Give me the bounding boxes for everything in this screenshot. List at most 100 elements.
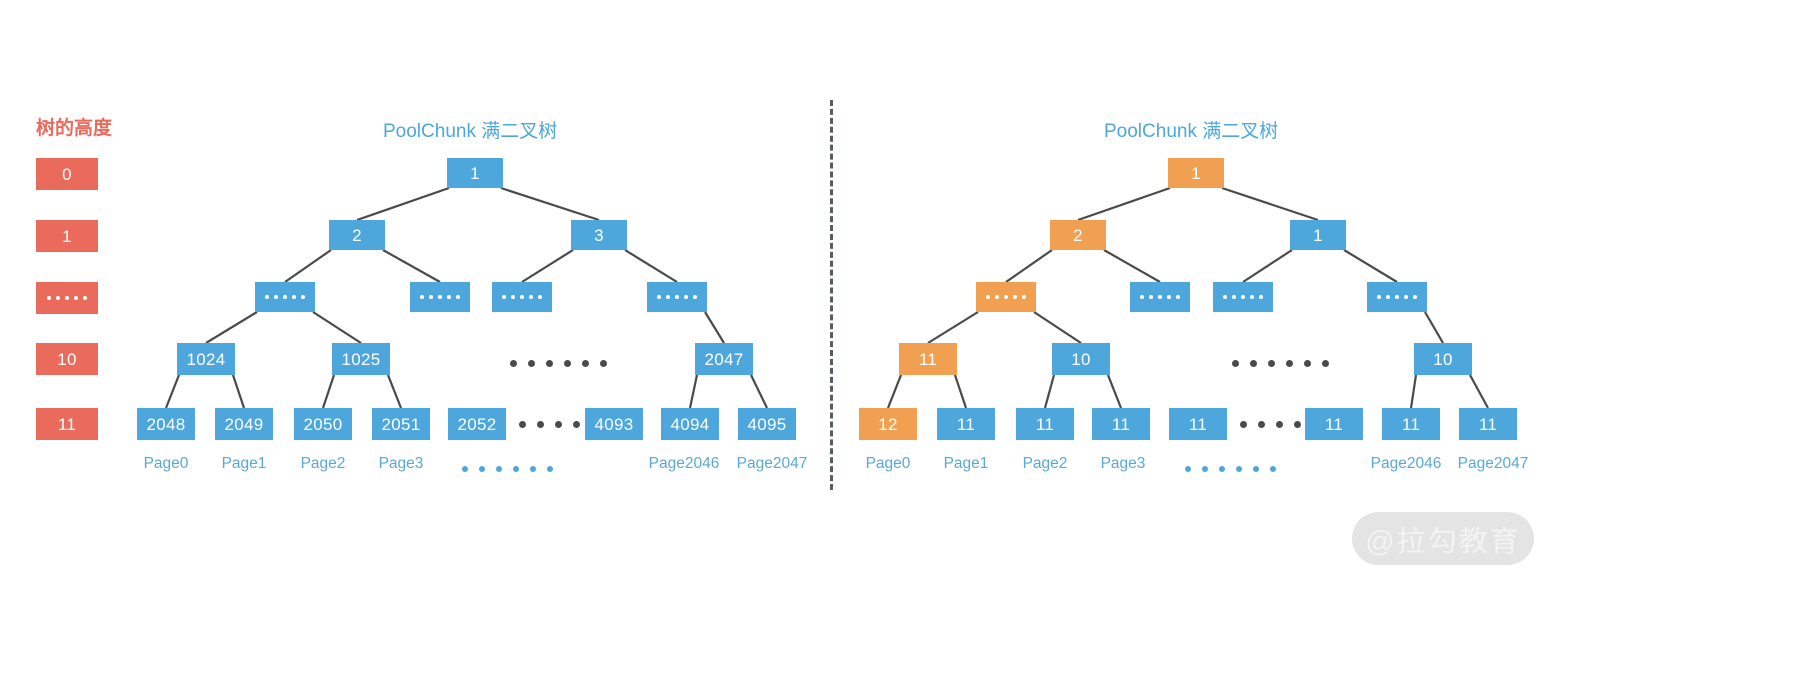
tree-node-l2a[interactable] <box>255 282 315 312</box>
tree-node-r2a[interactable] <box>976 282 1036 312</box>
tree-node-l2b[interactable] <box>410 282 470 312</box>
tree-node-r1b[interactable]: 1 <box>1290 220 1346 250</box>
tree-node-r4f[interactable]: 11 <box>1305 408 1363 440</box>
tree-node-r4b[interactable]: 11 <box>937 408 995 440</box>
left-page-label-0: Page0 <box>143 455 189 472</box>
tree-node-label: 2049 <box>224 414 264 434</box>
left-tree-title: PoolChunk 满二叉树 <box>383 121 558 142</box>
legend-level-label: 10 <box>57 349 77 369</box>
tree-edge-R1a-R2b <box>1103 249 1161 283</box>
left-page-label-1: Page1 <box>221 455 267 472</box>
tree-edge-R1b-R2d <box>1343 249 1398 283</box>
tree-edge-L3c-L4h <box>750 374 768 409</box>
legend-level-label: 1 <box>62 226 72 246</box>
tree-node-l4e[interactable]: 2052 <box>448 408 506 440</box>
left-page-label-3: Page3 <box>378 455 424 472</box>
ellipsis-dots-icon <box>986 295 1026 299</box>
tree-edge-R1b-R2c <box>1242 249 1293 283</box>
tree-edge-L1a-L2a <box>284 249 332 283</box>
legend-level-0: 0 <box>36 158 98 190</box>
tree-node-r3b[interactable]: 10 <box>1052 343 1110 375</box>
tree-node-l4f[interactable]: 4093 <box>585 408 643 440</box>
tree-node-label: 11 <box>1324 414 1344 434</box>
panel-divider <box>830 100 833 490</box>
tree-node-r4a[interactable]: 12 <box>859 408 917 440</box>
tree-node-l3c[interactable]: 2047 <box>695 343 753 375</box>
tree-node-l4b[interactable]: 2049 <box>215 408 273 440</box>
tree-edge-L1b-L2c <box>521 249 574 283</box>
tree-node-label: 11 <box>1188 414 1208 434</box>
tree-node-l3b[interactable]: 1025 <box>332 343 390 375</box>
tree-node-r0[interactable]: 1 <box>1168 158 1224 188</box>
tree-edge-R3a-R4a <box>886 374 903 409</box>
legend-level-label: 0 <box>62 164 72 184</box>
tree-edge-L2a-L3a <box>205 311 258 344</box>
tree-node-l4a[interactable]: 2048 <box>137 408 195 440</box>
left-page-ellipsis-icon <box>462 466 553 472</box>
tree-node-r4h[interactable]: 11 <box>1459 408 1517 440</box>
tree-node-label: 3 <box>594 225 604 245</box>
tree-node-label: 4093 <box>594 414 634 434</box>
tree-node-l1b[interactable]: 3 <box>571 220 627 250</box>
tree-node-label: 1025 <box>341 349 381 369</box>
tree-edge-L2a-L3b <box>312 311 362 344</box>
tree-node-label: 2052 <box>457 414 497 434</box>
legend-level-3: 10 <box>36 343 98 375</box>
ellipsis-dots-icon <box>1223 295 1263 299</box>
right-page-label-5: Page2047 <box>1457 455 1529 472</box>
tree-node-label: 1 <box>470 163 480 183</box>
tree-node-r4d[interactable]: 11 <box>1092 408 1150 440</box>
tree-edge-L0-L1b <box>500 186 600 222</box>
tree-node-label: 11 <box>1035 414 1055 434</box>
tree-node-r3c[interactable]: 10 <box>1414 343 1472 375</box>
tree-edge-R0-R1a <box>1077 186 1171 222</box>
legend-level-2 <box>36 282 98 314</box>
legend-level-4: 11 <box>36 408 98 440</box>
tree-node-r4e[interactable]: 11 <box>1169 408 1227 440</box>
right-page-label-2: Page2 <box>1022 455 1068 472</box>
tree-node-l3a[interactable]: 1024 <box>177 343 235 375</box>
tree-edge-R2a-R3a <box>927 311 979 344</box>
tree-node-l4c[interactable]: 2050 <box>294 408 352 440</box>
tree-node-l4h[interactable]: 4095 <box>738 408 796 440</box>
tree-node-l0[interactable]: 1 <box>447 158 503 188</box>
tree-node-r3a[interactable]: 11 <box>899 343 957 375</box>
tree-edge-L0-L1a <box>356 186 450 222</box>
tree-node-label: 10 <box>1071 349 1091 369</box>
left-page-label-5: Page2047 <box>736 455 808 472</box>
tree-node-label: 11 <box>1401 414 1421 434</box>
tree-edge-L3a-L4b <box>231 374 246 409</box>
ellipsis-dots-icon <box>420 295 460 299</box>
tree-node-l4g[interactable]: 4094 <box>661 408 719 440</box>
tree-node-label: 2051 <box>381 414 421 434</box>
tree-edge-R3c-R4h <box>1469 374 1489 409</box>
tree-node-l4d[interactable]: 2051 <box>372 408 430 440</box>
ellipsis-dots-icon <box>47 296 87 300</box>
tree-node-label: 2 <box>1073 225 1083 245</box>
left-page-label-4: Page2046 <box>648 455 720 472</box>
tree-node-r2b[interactable] <box>1130 282 1190 312</box>
tree-edge-R2a-R3b <box>1033 311 1082 344</box>
tree-edge-L3b-L4d <box>386 374 403 409</box>
tree-node-r4c[interactable]: 11 <box>1016 408 1074 440</box>
tree-edge-R3c-R4g <box>1409 374 1418 409</box>
ellipsis-dots-icon <box>1377 295 1417 299</box>
tree-node-r2c[interactable] <box>1213 282 1273 312</box>
legend-level-1: 1 <box>36 220 98 252</box>
ellipsis-dots-icon <box>1140 295 1180 299</box>
tree-node-l2d[interactable] <box>647 282 707 312</box>
tree-node-label: 2050 <box>303 414 343 434</box>
ellipsis-dots-icon <box>265 295 305 299</box>
tree-edge-R0-R1b <box>1221 186 1319 222</box>
tree-edge-L3b-L4c <box>321 374 336 409</box>
tree-edge-R3a-R4b <box>953 374 968 409</box>
tree-node-label: 4095 <box>747 414 787 434</box>
tree-node-r4g[interactable]: 11 <box>1382 408 1440 440</box>
right-tree-title: PoolChunk 满二叉树 <box>1104 121 1279 142</box>
tree-node-r1a[interactable]: 2 <box>1050 220 1106 250</box>
tree-edge-R2d-R3c <box>1424 311 1444 344</box>
tree-node-l1a[interactable]: 2 <box>329 220 385 250</box>
tree-node-l2c[interactable] <box>492 282 552 312</box>
tree-node-r2d[interactable] <box>1367 282 1427 312</box>
